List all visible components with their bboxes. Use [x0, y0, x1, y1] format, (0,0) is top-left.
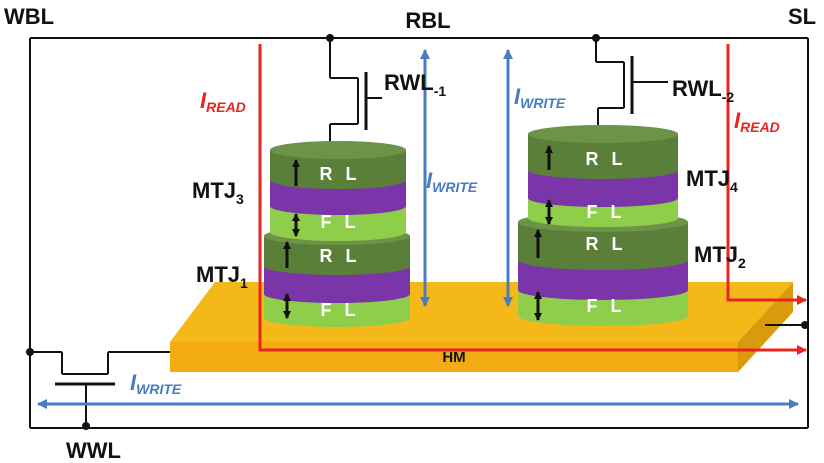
iwrite-center-label: IWRITE	[426, 168, 478, 195]
mtj4-label: MTJ4	[686, 166, 738, 195]
mtj2-reference-layer	[518, 222, 688, 270]
heavy-metal-layer: HM	[170, 282, 793, 372]
iread-left-label: IREAD	[200, 88, 246, 115]
mtj-stack-left: R L F L R L F L	[264, 141, 410, 327]
mtj4-fl-label: F L	[587, 202, 626, 222]
mtj3-reference-layer	[270, 150, 406, 189]
mtj1-label: MTJ1	[196, 262, 248, 291]
hm-label: HM	[442, 349, 465, 366]
mtj-stack-right: R L F L R L F L	[518, 125, 688, 326]
wbl-label: WBL	[4, 4, 54, 29]
wwl-junction-dot	[82, 422, 90, 430]
mtj1-rl-label: R L	[320, 246, 361, 266]
mtj4-barrier	[528, 170, 678, 207]
mtj1-barrier	[264, 266, 410, 303]
sl-junction-dot	[801, 321, 809, 329]
wwl-label: WWL	[66, 438, 121, 463]
mtj1-fl-label: F L	[321, 300, 360, 320]
read-transistor-2	[592, 34, 668, 134]
mtj1-free-layer	[264, 294, 410, 327]
mtj3-free-layer	[270, 206, 406, 241]
rwl2-label: RWL-2	[672, 76, 734, 105]
hm-top-face	[170, 282, 793, 342]
iwrite-top-label: IWRITE	[514, 84, 566, 111]
mtj4-rl-label: R L	[586, 149, 627, 169]
rwl1-label: RWL-1	[384, 70, 446, 99]
mtj4-reference-layer	[528, 134, 678, 179]
mtj2-rl-label: R L	[586, 234, 627, 254]
bit-lines	[29, 37, 809, 429]
mtj1-reference-layer	[264, 236, 410, 275]
mtj3-barrier	[270, 180, 406, 215]
mtj2-fl-label: F L	[587, 296, 626, 316]
mtj3-label: MTJ3	[192, 178, 244, 207]
mtj2-barrier	[518, 260, 688, 300]
read-path-right	[726, 44, 807, 305]
iread-right-label: IREAD	[734, 108, 780, 135]
read-current-paths	[258, 44, 807, 355]
sl-label: SL	[788, 4, 816, 29]
wbl-junction-dot	[26, 348, 34, 356]
read-path-left	[258, 44, 807, 355]
mtj2-free-layer	[518, 290, 688, 326]
mtj2-label: MTJ2	[694, 242, 746, 271]
mtj3-rl-label: R L	[320, 164, 361, 184]
write-current-paths	[37, 49, 799, 409]
iwrite-bottom-label: IWRITE	[130, 370, 182, 397]
read-transistor-1	[326, 34, 382, 150]
mtj3-fl-label: F L	[321, 212, 360, 232]
rbl-label: RBL	[405, 8, 450, 33]
